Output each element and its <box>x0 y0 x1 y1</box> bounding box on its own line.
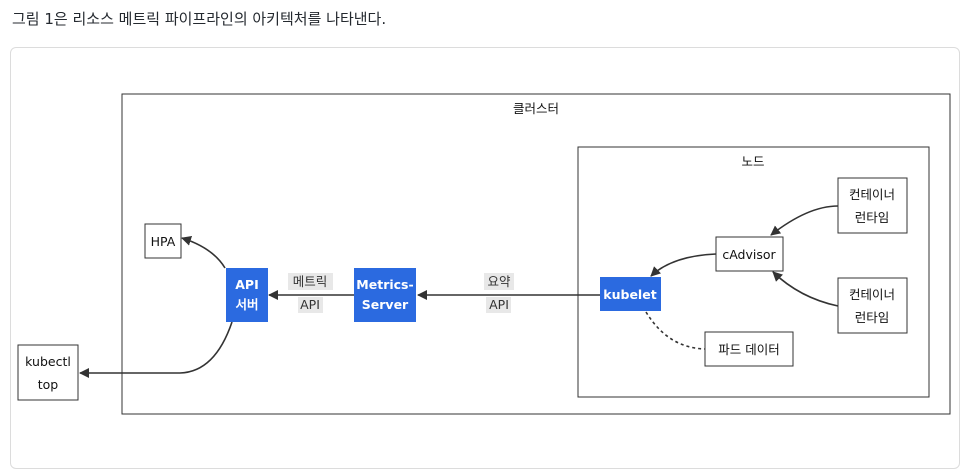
kubelet-node-label: kubelet <box>603 287 656 302</box>
node-group-label: 노드 <box>741 154 764 169</box>
edge-runtime-top-to-cadvisor <box>770 205 839 236</box>
edge-api-server-to-hpa <box>181 236 226 269</box>
container-runtime-top-line2: 런타임 <box>855 210 890 225</box>
metrics-server-node: Metrics- Server <box>354 268 416 322</box>
edge-label-summary-api-line1: 요약 <box>487 274 511 289</box>
container-runtime-bottom-node: 컨테이너 런타임 <box>837 277 908 334</box>
cadvisor-node-label: cAdvisor <box>722 247 776 262</box>
edge-kubelet-to-pod-data <box>645 311 706 350</box>
kubectl-top-node: kubectl top <box>17 344 79 401</box>
edge-label-summary-api: 요약 API <box>484 273 514 313</box>
architecture-diagram: 클러스터 노드 메트릭 API 요약 API HPA kubectl top A… <box>17 93 951 415</box>
cluster-group-label: 클러스터 <box>513 101 559 116</box>
hpa-node-label: HPA <box>151 234 176 249</box>
kubelet-node: kubelet <box>600 277 661 311</box>
edge-label-summary-api-line2: API <box>489 297 509 312</box>
edge-cadvisor-to-kubelet <box>650 253 717 277</box>
metrics-server-node-line2: Server <box>362 297 409 312</box>
edge-api-server-to-kubectl <box>79 321 233 378</box>
pod-data-node-label: 파드 데이터 <box>718 342 779 357</box>
api-server-node-line1: API <box>235 277 259 292</box>
api-server-node: API 서버 <box>226 268 268 322</box>
edge-label-metrics-api-line1: 메트릭 <box>293 274 328 289</box>
container-runtime-top-line1: 컨테이너 <box>849 187 895 202</box>
kubectl-top-node-line2: top <box>38 377 59 392</box>
edge-label-metrics-api: 메트릭 API <box>288 273 333 313</box>
hpa-node: HPA <box>144 223 182 259</box>
metrics-server-node-line1: Metrics- <box>356 277 413 292</box>
api-server-node-line2: 서버 <box>235 297 258 312</box>
container-runtime-bottom-line1: 컨테이너 <box>849 287 895 302</box>
cadvisor-node: cAdvisor <box>715 236 784 272</box>
edge-label-metrics-api-line2: API <box>300 297 320 312</box>
container-runtime-bottom-line2: 런타임 <box>855 310 890 325</box>
pod-data-node: 파드 데이터 <box>704 331 794 367</box>
kubectl-top-node-line1: kubectl <box>25 354 71 369</box>
figure-caption: 그림 1은 리소스 메트릭 파이프라인의 아키텍처를 나타낸다. <box>12 10 387 28</box>
container-runtime-top-node: 컨테이너 런타임 <box>837 177 908 234</box>
edge-runtime-bottom-to-cadvisor <box>772 271 839 307</box>
